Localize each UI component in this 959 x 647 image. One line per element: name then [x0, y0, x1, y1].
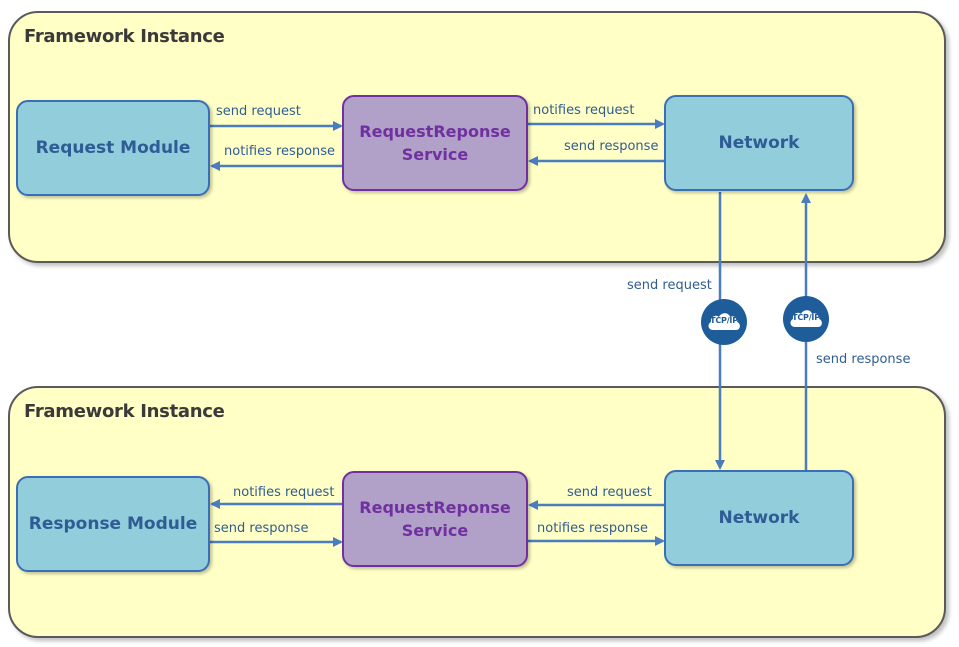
- instance-title: Framework Instance: [24, 401, 225, 422]
- tcp-ip-icon: TCP/IP: [783, 296, 829, 342]
- response-module-box: Response Module: [16, 476, 210, 572]
- cloud-icon: [790, 310, 822, 327]
- label-notifies-response: notifies response: [224, 144, 336, 159]
- tcp-ip-label: TCP/IP: [710, 316, 738, 325]
- request-module-label: Request Module: [35, 138, 191, 158]
- label-send-response: send response: [564, 139, 659, 154]
- tcp-ip-label: TCP/IP: [792, 313, 820, 322]
- request-response-service-box-top: RequestReponse Service: [342, 95, 528, 191]
- service-label-line2: Service: [401, 145, 469, 164]
- cloud-icon: [708, 313, 740, 330]
- request-response-service-box-bottom: RequestReponse Service: [342, 471, 528, 567]
- request-module-box: Request Module: [16, 100, 210, 196]
- network-label: Network: [718, 508, 800, 528]
- network-label: Network: [718, 133, 800, 153]
- label-send-request-vertical: send request: [627, 278, 712, 293]
- service-label-line1: RequestReponse: [359, 122, 511, 141]
- network-box-top: Network: [664, 95, 854, 191]
- service-label-line1: RequestReponse: [359, 498, 511, 517]
- service-label-line2: Service: [401, 521, 469, 540]
- label-notifies-request: notifies request: [533, 103, 635, 118]
- label-send-request: send request: [567, 485, 652, 500]
- label-send-response-vertical: send response: [816, 352, 911, 367]
- response-module-label: Response Module: [28, 514, 198, 534]
- tcp-ip-icon: TCP/IP: [701, 299, 747, 345]
- network-box-bottom: Network: [664, 470, 854, 566]
- instance-title: Framework Instance: [24, 26, 225, 47]
- label-notifies-request: notifies request: [233, 485, 335, 500]
- label-send-request: send request: [216, 104, 301, 119]
- label-notifies-response: notifies response: [537, 521, 649, 536]
- label-send-response: send response: [214, 521, 309, 536]
